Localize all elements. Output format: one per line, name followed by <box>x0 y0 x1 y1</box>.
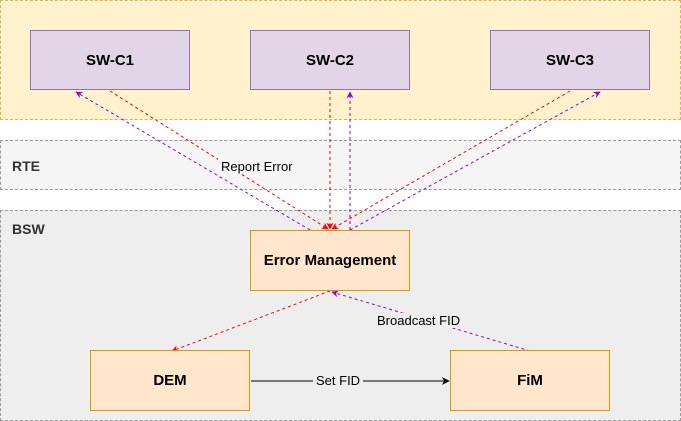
swc1-label: SW-C1 <box>85 51 135 69</box>
error-management-label: Error Management <box>263 252 397 269</box>
swc3-label: SW-C3 <box>545 51 595 69</box>
fim-box: FiM <box>450 350 610 411</box>
swc2-box: SW-C2 <box>250 30 410 90</box>
report-line-dem <box>171 290 331 353</box>
fim-label: FiM <box>517 372 543 389</box>
swc3-box: SW-C3 <box>490 30 650 90</box>
report-error-line-swc1 <box>109 90 329 230</box>
bsw-layer-label: BSW <box>12 221 45 237</box>
dem-box: DEM <box>90 350 250 411</box>
report-error-line-swc3 <box>331 90 571 230</box>
rte-layer-label: RTE <box>12 158 40 174</box>
swc2-label: SW-C2 <box>305 51 355 69</box>
rte-layer <box>0 140 681 190</box>
set-fid-label: Set FID <box>313 373 364 388</box>
report-error-label: Report Error <box>218 159 296 174</box>
error-management-box: Error Management <box>250 230 410 291</box>
swc1-box: SW-C1 <box>30 30 190 90</box>
dem-label: DEM <box>153 372 187 389</box>
broadcast-fid-label: Broadcast FID <box>374 313 464 328</box>
notify-line-swc3 <box>349 91 601 231</box>
